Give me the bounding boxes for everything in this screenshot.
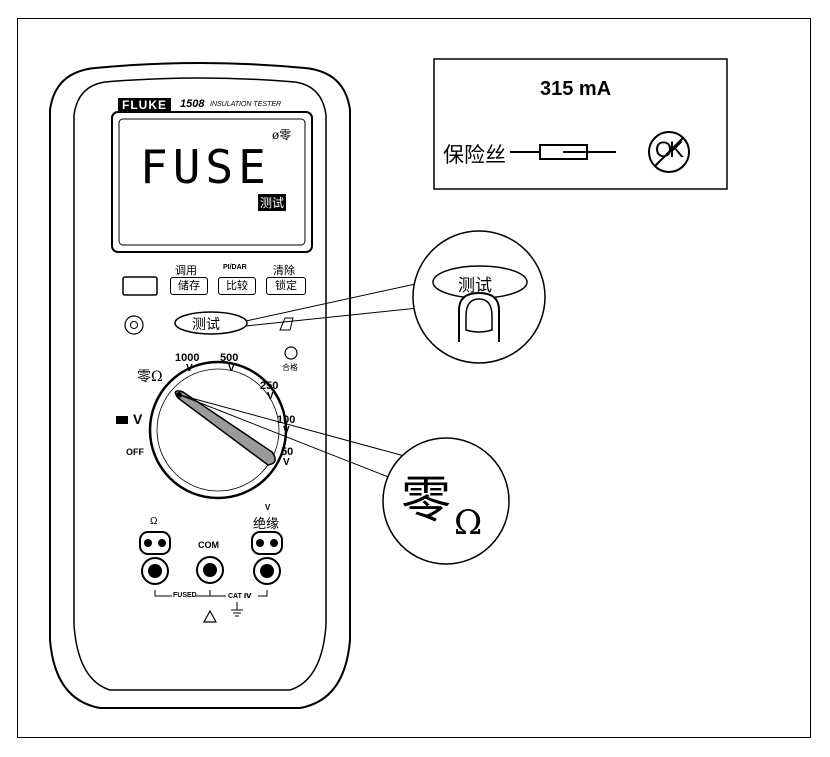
brand-logo: FLUKE [118, 98, 171, 112]
lock-key[interactable]: 锁定 [266, 277, 306, 295]
fuse-panel [433, 58, 728, 190]
ground-icon [231, 602, 243, 617]
dial-pointer [174, 390, 276, 466]
dial-1000-unit: V [186, 363, 193, 374]
dial-500-unit: V [228, 363, 235, 374]
jack-com-label: COM [198, 540, 219, 550]
backlight-icon [124, 315, 144, 335]
ok-symbol: OK [655, 137, 684, 162]
compare-key[interactable]: 比较 [218, 277, 256, 295]
jack-insulation-label: 绝缘 [253, 517, 280, 532]
model-number: 1508 [180, 98, 205, 110]
no-ok-icon [648, 131, 690, 173]
clear-label: 清除 [273, 264, 295, 277]
callout-zero-label: 零 [401, 471, 451, 529]
dial-off: OFF [126, 447, 144, 457]
recall-label: 调用 [175, 264, 197, 277]
save-key[interactable]: 储存 [170, 277, 208, 295]
lcd-main-readout: FUSE [140, 140, 271, 194]
dial-50-unit: V [283, 457, 290, 468]
dial-500: 500 [220, 352, 239, 364]
jack-insulation-pair [251, 531, 283, 585]
jack-ohm-label: Ω [150, 516, 158, 527]
diagram-frame [17, 18, 811, 738]
hazard-icon [279, 317, 294, 331]
pass-label: 合格 [282, 363, 298, 372]
lcd-test-indicator: 测试 [258, 194, 287, 211]
fuse-symbol [510, 144, 616, 160]
fused-label: FUSED [173, 592, 197, 599]
cat-label: CAT Ⅳ [228, 593, 252, 600]
callout-ohm-label: Ω [454, 503, 483, 543]
dial-zero-ohm: 零Ω [137, 369, 163, 385]
dial-1000: 1000 [175, 352, 200, 364]
callout-test-label: 测试 [458, 276, 492, 296]
yellow-button [122, 276, 158, 296]
lcd-zero-indicator: ø零 [272, 128, 292, 142]
model-subtitle: INSULATION TESTER [210, 101, 282, 108]
jack-ohm-pair [139, 531, 171, 585]
fuse-rating: 315 mA [540, 78, 612, 100]
dial-voltage: V [133, 411, 143, 427]
dial-100-unit: V [283, 425, 290, 436]
dial-50: 50 [281, 446, 294, 458]
dial-100: 100 [277, 414, 296, 426]
fuse-label: 保险丝 [443, 143, 506, 167]
jack-insulation-v: V [265, 503, 271, 512]
pass-led [284, 346, 298, 360]
dial-250: 250 [260, 380, 279, 392]
pi-dar-label: PI/DAR [223, 264, 247, 271]
dial-250-unit: V [267, 391, 274, 402]
test-button-label[interactable]: 测试 [192, 317, 220, 333]
jack-com [196, 556, 224, 584]
warning-icon [202, 609, 218, 623]
lcd-screen [111, 111, 313, 253]
zero-ohm-callout [382, 437, 510, 565]
battery-icon [116, 416, 128, 424]
test-button [174, 311, 248, 335]
